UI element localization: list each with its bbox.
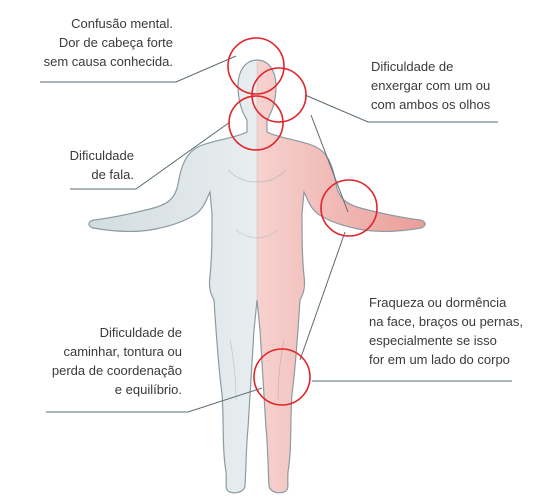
- leader-line-confusion: [40, 55, 237, 83]
- callout-weakness-line-4: for em um lado do corpo: [369, 352, 510, 367]
- callout-weakness: Fraqueza ou dormência na face, braços ou…: [369, 293, 523, 369]
- callout-walking-line-3: perda de coordenação: [51, 363, 182, 378]
- callout-vision-line-3: com ambos os olhos: [371, 97, 491, 112]
- callout-confusion-line-1: Confusão mental.: [71, 16, 173, 31]
- callout-walking-line-2: caminhar, tontura ou: [63, 344, 182, 359]
- callout-weakness-line-2: na face, braços ou pernas,: [369, 314, 523, 329]
- leader-line-vision: [304, 94, 498, 123]
- callout-walking: Dificuldade de caminhar, tontura ou perd…: [52, 323, 182, 399]
- callout-walking-line-1: Dificuldade de: [99, 325, 182, 340]
- leader-line-speech: [70, 121, 231, 190]
- callout-weakness-line-3: especialmente se isso: [369, 333, 497, 348]
- callout-vision: Dificuldade de enxergar com um ou com am…: [371, 57, 490, 114]
- leader-line-weakness-arm: [310, 114, 349, 213]
- leader-lines: [40, 55, 512, 413]
- callout-vision-line-2: enxergar com um ou: [371, 78, 491, 93]
- callout-weakness-line-1: Fraqueza ou dormência: [369, 295, 507, 310]
- callout-confusion: Confusão mental. Dor de cabeça forte sem…: [44, 14, 173, 71]
- head-top-circle: [227, 37, 285, 95]
- callout-speech-line-1: Dificuldade: [69, 148, 134, 163]
- callout-confusion-line-3: sem causa conhecida.: [43, 54, 173, 69]
- callout-confusion-line-2: Dor de cabeça forte: [58, 35, 173, 50]
- mouth-circle: [228, 95, 284, 151]
- leader-line-walking: [46, 387, 263, 413]
- arm-circle: [320, 179, 378, 237]
- callout-vision-line-1: Dificuldade de: [371, 59, 454, 74]
- eye-circle: [251, 67, 307, 123]
- indicator-circles: [227, 37, 378, 406]
- callout-walking-line-4: e equilíbrio.: [114, 382, 182, 397]
- leg-circle: [253, 348, 311, 406]
- callout-speech: Dificuldade de fala.: [70, 146, 134, 184]
- leader-line-weakness-leg: [299, 231, 346, 361]
- callout-speech-line-2: de fala.: [91, 167, 134, 182]
- body-silhouette: [88, 59, 426, 494]
